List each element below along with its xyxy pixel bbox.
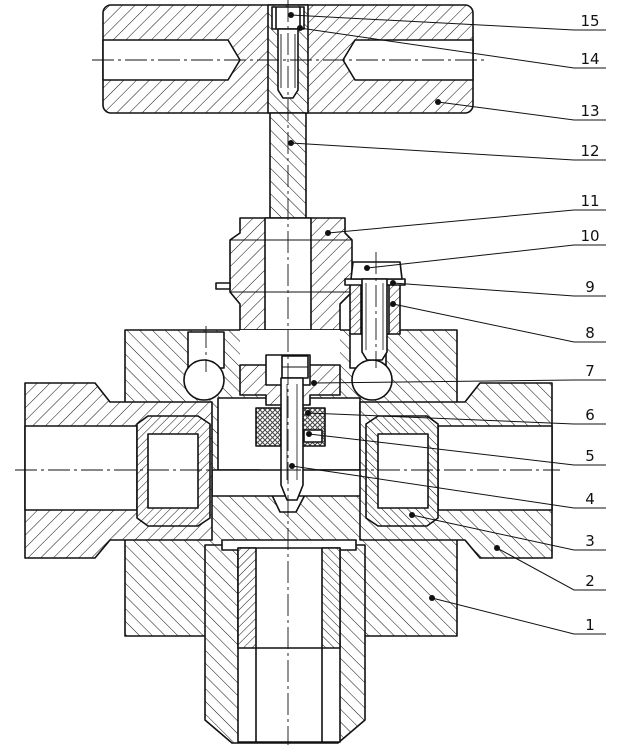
callout-leader-gland-nut (327, 209, 606, 234)
callout-leader-set-screw (290, 14, 606, 31)
callout-leader-pin (299, 27, 606, 69)
callout-label-seal-ring: 5 (585, 447, 595, 465)
callout-leader-union-nut (496, 547, 606, 591)
callout-leader-bonnet (313, 379, 606, 384)
callout-leader-packing (307, 412, 606, 425)
callout-label-packing: 6 (585, 406, 595, 424)
callout-label-valve-plug: 4 (585, 490, 595, 508)
callout-label-pin: 14 (580, 50, 599, 68)
callout-leader-tube-fitting (411, 514, 606, 551)
callout-leader-washer (392, 282, 606, 297)
callout-label-bonnet: 7 (585, 362, 595, 380)
callout-label-handwheel: 13 (580, 102, 599, 120)
callout-label-sleeve: 8 (585, 324, 595, 342)
callout-label-stem: 12 (580, 142, 599, 160)
tube-fitting (365, 415, 439, 527)
callout-leaders (288, 12, 606, 635)
bolt (350, 261, 403, 361)
callout-label-bolt: 10 (580, 227, 599, 245)
seal-ring (303, 429, 323, 443)
callout-leader-sleeve (392, 303, 606, 343)
callout-label-set-screw: 15 (580, 12, 599, 30)
callout-label-washer: 9 (585, 278, 595, 296)
callout-leader-seal-ring (308, 433, 606, 466)
callout-leader-bolt (366, 244, 606, 269)
callout-leader-valve-body (431, 597, 606, 635)
callout-leader-handwheel (437, 101, 606, 121)
callout-labels: 15 14 13 12 11 10 9 8 7 6 5 4 3 2 1 (580, 12, 599, 634)
valve-plug (280, 355, 309, 501)
callout-label-gland-nut: 11 (580, 192, 599, 210)
callout-label-valve-body: 1 (585, 616, 595, 634)
callout-label-tube-fitting: 3 (585, 532, 595, 550)
callout-leader-valve-plug (291, 465, 606, 509)
callout-leader-stem (290, 142, 606, 161)
callout-label-union-nut: 2 (585, 572, 595, 590)
gland-nut (215, 217, 353, 331)
tube-fitting-left (136, 415, 211, 527)
